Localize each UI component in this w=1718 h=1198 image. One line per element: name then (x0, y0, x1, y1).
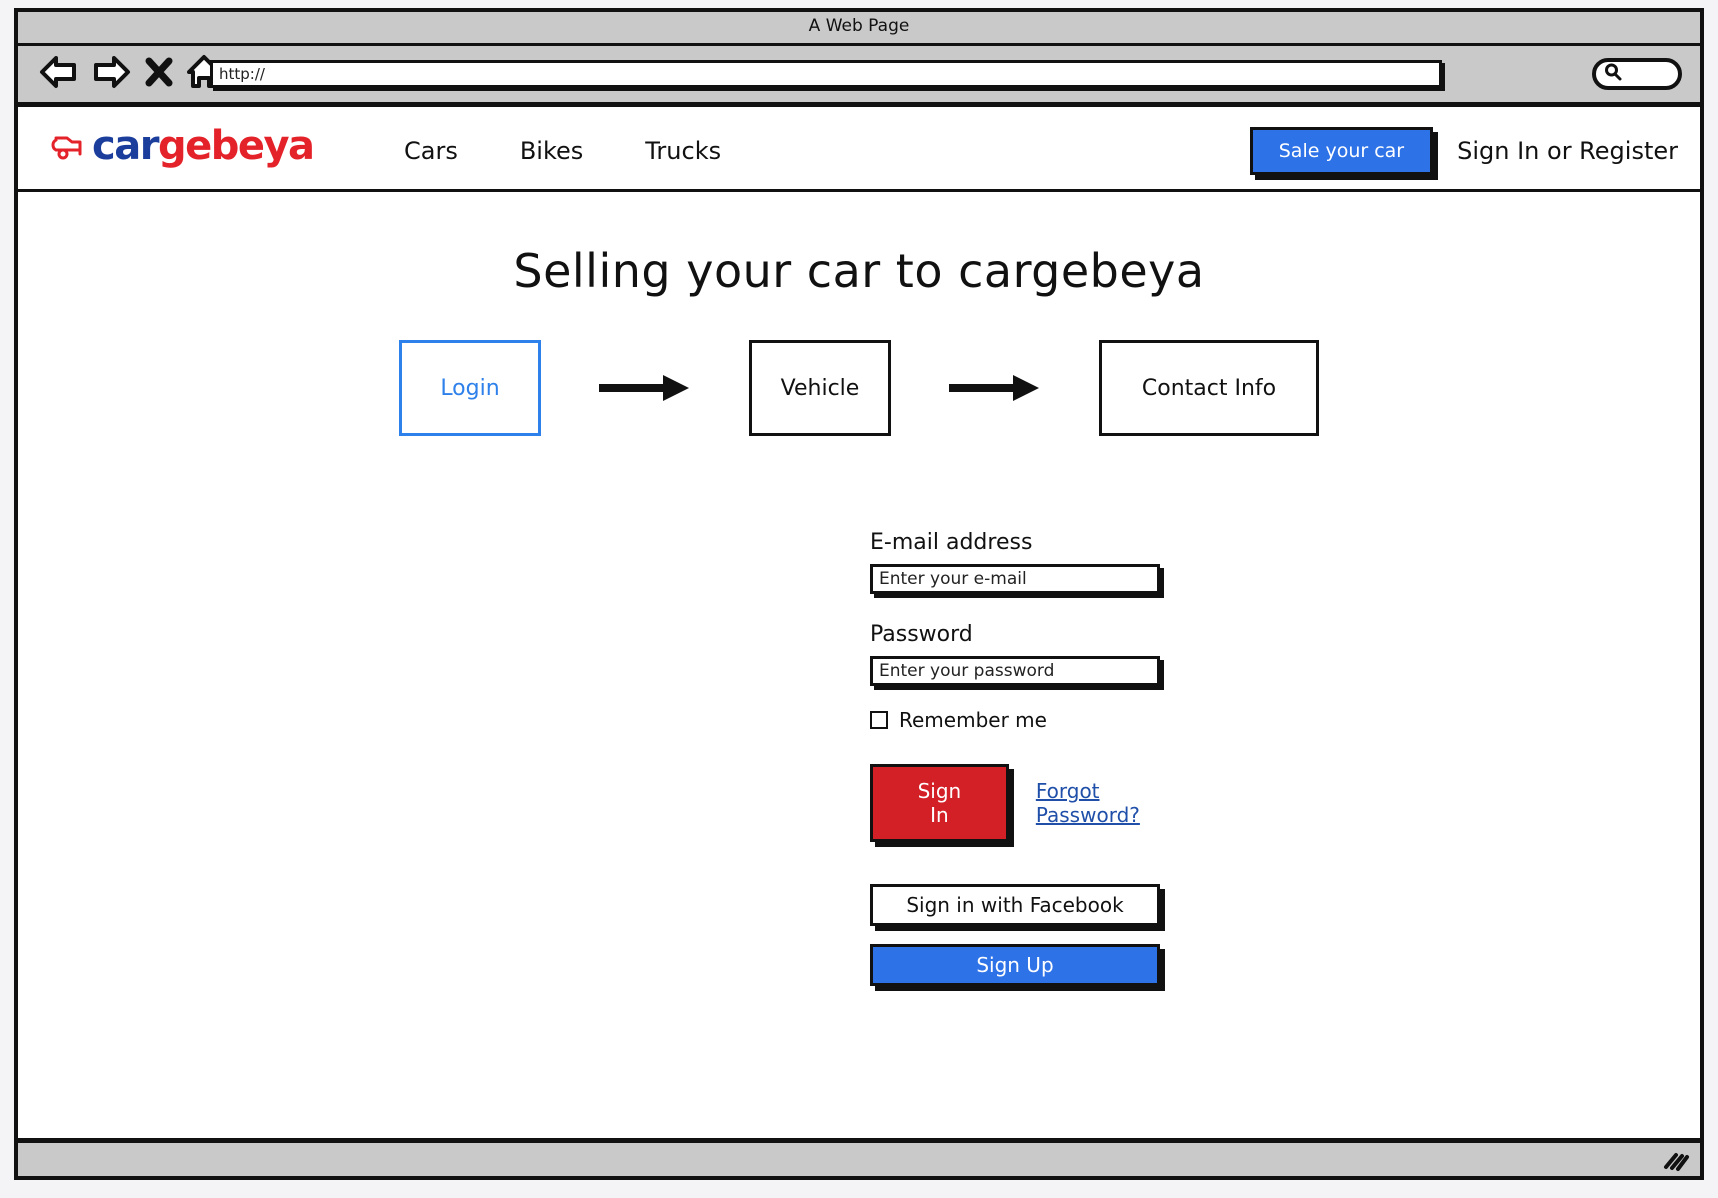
email-label: E-mail address (870, 530, 1033, 555)
url-text: http:// (219, 65, 265, 83)
page-content: cargebeya Cars Bikes Trucks Sale your ca… (18, 107, 1700, 1138)
main-navigation: Cars Bikes Trucks (404, 137, 721, 165)
remember-me-label: Remember me (899, 708, 1047, 732)
browser-window: A Web Page (14, 8, 1704, 1180)
nav-item-cars[interactable]: Cars (404, 137, 458, 165)
step-login[interactable]: Login (399, 340, 541, 436)
logo-text-gebeya: gebeya (157, 123, 315, 169)
page-title: Selling your car to cargebeya (513, 244, 1205, 298)
forward-arrow-icon[interactable] (90, 52, 134, 92)
step-arrow-2-icon (891, 370, 1099, 406)
password-input[interactable] (870, 656, 1160, 686)
step-contact-info[interactable]: Contact Info (1099, 340, 1319, 436)
browser-nav-icons (36, 52, 224, 92)
resize-grip-icon[interactable] (1660, 1149, 1690, 1177)
close-x-icon[interactable] (144, 52, 174, 92)
remember-me-checkbox[interactable] (870, 711, 888, 729)
sale-your-car-button[interactable]: Sale your car (1249, 127, 1434, 175)
browser-search-box[interactable] (1592, 58, 1682, 90)
step-vehicle-label: Vehicle (780, 375, 860, 401)
url-bar[interactable]: http:// (210, 60, 1442, 88)
forgot-password-link[interactable]: Forgot Password? (1035, 779, 1140, 827)
browser-titlebar: A Web Page (18, 12, 1700, 46)
nav-item-bikes[interactable]: Bikes (519, 137, 584, 165)
nav-item-trucks[interactable]: Trucks (645, 137, 722, 165)
header-actions: Sale your car Sign In or Register (1249, 127, 1678, 175)
sign-in-button[interactable]: Sign In (870, 764, 1009, 842)
step-indicator: Login Vehicle (18, 340, 1700, 436)
step-login-label: Login (440, 375, 500, 401)
email-input[interactable] (870, 564, 1160, 594)
back-arrow-icon[interactable] (36, 52, 80, 92)
window-title: A Web Page (808, 16, 910, 36)
signin-action-row: Sign In Forgot Password? (870, 764, 1170, 842)
sign-in-or-register-link[interactable]: Sign In or Register (1457, 137, 1678, 165)
sign-in-with-facebook-button[interactable]: Sign in with Facebook (870, 884, 1160, 926)
site-header: cargebeya Cars Bikes Trucks Sale your ca… (18, 107, 1700, 192)
step-contact-info-label: Contact Info (1141, 375, 1277, 401)
logo-text-car: car (92, 123, 159, 169)
step-vehicle[interactable]: Vehicle (749, 340, 891, 436)
browser-statusbar (18, 1138, 1700, 1176)
sign-up-button[interactable]: Sign Up (870, 944, 1160, 986)
search-icon (1603, 62, 1623, 86)
email-field-group: E-mail address (870, 530, 1170, 594)
car-outline-icon (50, 130, 88, 168)
remember-me-row: Remember me (870, 708, 1170, 732)
password-label: Password (870, 622, 973, 647)
login-form: E-mail address Password Remember me Sign… (548, 530, 1170, 986)
browser-toolbar: http:// (18, 46, 1700, 107)
site-logo[interactable]: cargebeya (50, 123, 315, 169)
password-field-group: Password (870, 622, 1170, 686)
step-arrow-1-icon (541, 370, 749, 406)
